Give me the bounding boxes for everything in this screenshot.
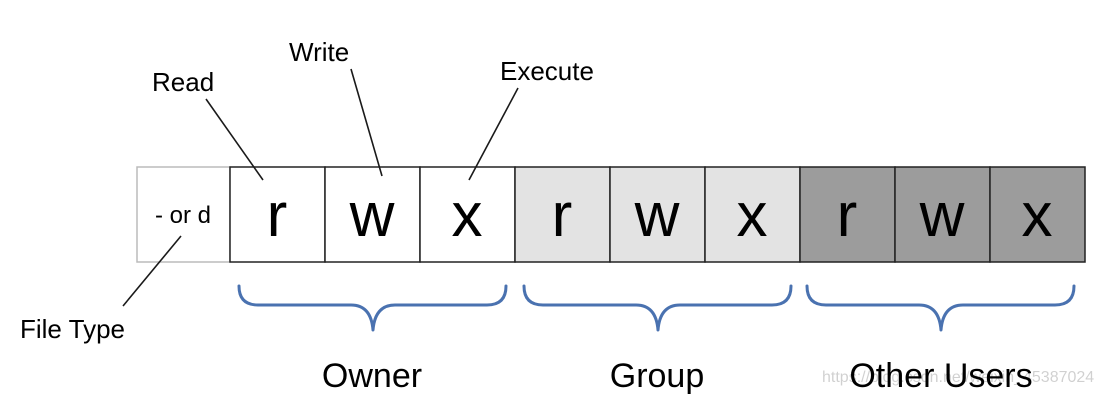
owner-read-letter: r	[267, 181, 288, 250]
group-write-letter: w	[634, 181, 680, 250]
other-users-label: Other Users	[849, 357, 1032, 395]
watermark: https://blog.csdn.net/weixin_45387024	[822, 369, 1094, 386]
other-read-cell	[799, 166, 896, 263]
other-users-brace	[805, 284, 1076, 332]
owner-write-letter: w	[349, 181, 395, 250]
group-write-cell	[609, 166, 706, 263]
owner-execute-letter: x	[452, 181, 483, 250]
write-leader-line	[350, 68, 383, 177]
owner-execute-cell	[419, 166, 516, 263]
other-execute-letter: x	[1022, 181, 1053, 250]
group-labels: Owner Group Other Users	[322, 357, 1033, 395]
owner-label: Owner	[322, 357, 422, 395]
other-write-cell	[894, 166, 991, 263]
group-braces	[237, 284, 1076, 332]
read-callout-label: Read	[152, 67, 214, 97]
owner-write-cell	[324, 166, 421, 263]
group-read-cell	[514, 166, 611, 263]
permission-letters: r w x r w x r w x	[267, 181, 1053, 250]
owner-read-cell	[229, 166, 326, 263]
group-execute-letter: x	[737, 181, 768, 250]
file-type-box	[136, 166, 231, 263]
execute-callout-label: Execute	[500, 56, 594, 86]
group-read-letter: r	[552, 181, 573, 250]
group-label: Group	[610, 357, 705, 395]
write-callout-label: Write	[289, 37, 349, 67]
read-leader-line	[205, 98, 264, 181]
owner-brace	[237, 284, 508, 332]
group-execute-cell	[704, 166, 801, 263]
permission-cells	[229, 166, 1086, 263]
file-type-value: - or d	[155, 202, 211, 229]
other-write-letter: w	[919, 181, 965, 250]
group-brace	[522, 284, 793, 332]
file-type-callout-label: File Type	[20, 314, 125, 344]
file-type-cell: - or d	[136, 166, 231, 263]
execute-leader-line	[468, 87, 519, 181]
other-read-letter: r	[837, 181, 858, 250]
callouts: Read Write Execute File Type	[20, 37, 594, 344]
file-type-leader-line	[122, 235, 182, 307]
other-execute-cell	[989, 166, 1086, 263]
